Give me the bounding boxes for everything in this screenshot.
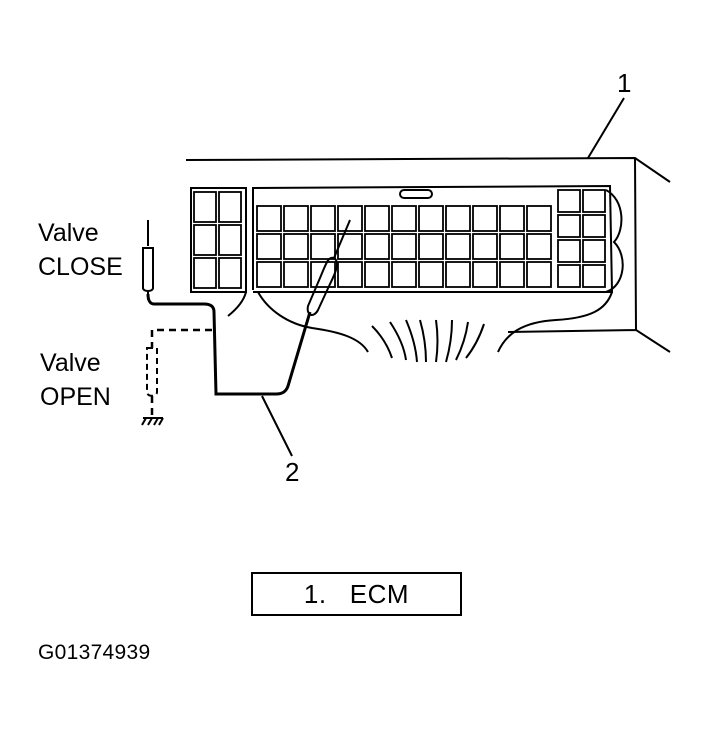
test-probe-wiring — [141, 97, 625, 457]
valve-open-wire-dashed — [150, 328, 212, 416]
terminal-cell — [193, 191, 217, 223]
terminal-cell — [557, 264, 581, 288]
connector-clip — [605, 189, 624, 293]
harness-curve-mid — [257, 291, 369, 353]
ecm-housing-outline — [185, 156, 671, 353]
valve-open-label-line1: Valve — [40, 349, 101, 377]
legend-box: 1. ECM — [251, 572, 462, 616]
terminal-cell — [557, 239, 581, 263]
callout-2: 2 — [285, 457, 300, 487]
harness-curve-right — [497, 291, 613, 353]
valve-close-switch — [142, 220, 154, 300]
terminal-cell — [445, 205, 471, 232]
terminal-cell — [256, 205, 282, 232]
terminal-cell — [256, 261, 282, 288]
terminal-cell — [283, 261, 309, 288]
terminal-cell — [499, 205, 525, 232]
terminal-cell — [526, 205, 552, 232]
terminal-cell — [418, 205, 444, 232]
terminal-cell — [582, 239, 606, 263]
terminal-cell — [193, 257, 217, 289]
terminal-cell — [418, 261, 444, 288]
terminal-cell — [364, 261, 390, 288]
legend-number: 1. — [303, 578, 327, 609]
terminal-cell — [526, 261, 552, 288]
terminal-cell — [499, 261, 525, 288]
terminal-cell — [472, 261, 498, 288]
terminal-cell — [582, 264, 606, 288]
main-connector-body — [252, 184, 614, 293]
terminal-cell — [337, 261, 363, 288]
terminal-cell — [218, 257, 242, 289]
wire-2 — [146, 293, 312, 396]
terminal-cell — [391, 205, 417, 232]
terminal-cell — [283, 233, 309, 260]
terminal-cell — [582, 214, 606, 238]
terminal-cell — [582, 189, 606, 213]
terminal-cell — [526, 233, 552, 260]
ground-symbol — [141, 417, 164, 426]
terminal-cell — [193, 224, 217, 256]
terminal-cell — [310, 233, 336, 260]
terminal-cell — [557, 189, 581, 213]
valve-open-switch — [146, 347, 158, 397]
terminal-cell — [364, 233, 390, 260]
callout-2-leader — [261, 395, 293, 457]
terminal-cell — [499, 233, 525, 260]
terminal-cell — [310, 205, 336, 232]
terminal-cell — [218, 191, 242, 223]
valve-open-label-line2: OPEN — [40, 383, 111, 411]
probe-tip — [333, 219, 351, 259]
valve-close-label-line1: Valve — [38, 219, 99, 247]
callout-1: 1 — [617, 68, 632, 98]
connector-slot — [399, 189, 433, 199]
terminal-cell — [472, 205, 498, 232]
ecm-unit — [185, 156, 671, 363]
terminal-cell — [364, 205, 390, 232]
terminal-cell — [445, 233, 471, 260]
terminal-cell — [418, 233, 444, 260]
legend-text: ECM — [349, 578, 410, 609]
harness-curve-left — [227, 291, 247, 317]
terminal-cell — [283, 205, 309, 232]
callout-1-leader — [587, 97, 625, 159]
connector-terminal-grid — [193, 189, 606, 289]
terminal-cell — [218, 224, 242, 256]
wire-fan — [371, 319, 485, 363]
terminal-cell — [472, 233, 498, 260]
probe-body — [306, 256, 338, 316]
valve-close-label-line2: CLOSE — [38, 253, 123, 281]
terminal-cell — [445, 261, 471, 288]
left-connector-block — [190, 187, 247, 293]
terminal-cell — [337, 205, 363, 232]
terminal-cell — [256, 233, 282, 260]
terminal-cell — [391, 233, 417, 260]
terminal-cell — [391, 261, 417, 288]
terminal-cell — [557, 214, 581, 238]
figure-id: G01374939 — [38, 641, 151, 664]
